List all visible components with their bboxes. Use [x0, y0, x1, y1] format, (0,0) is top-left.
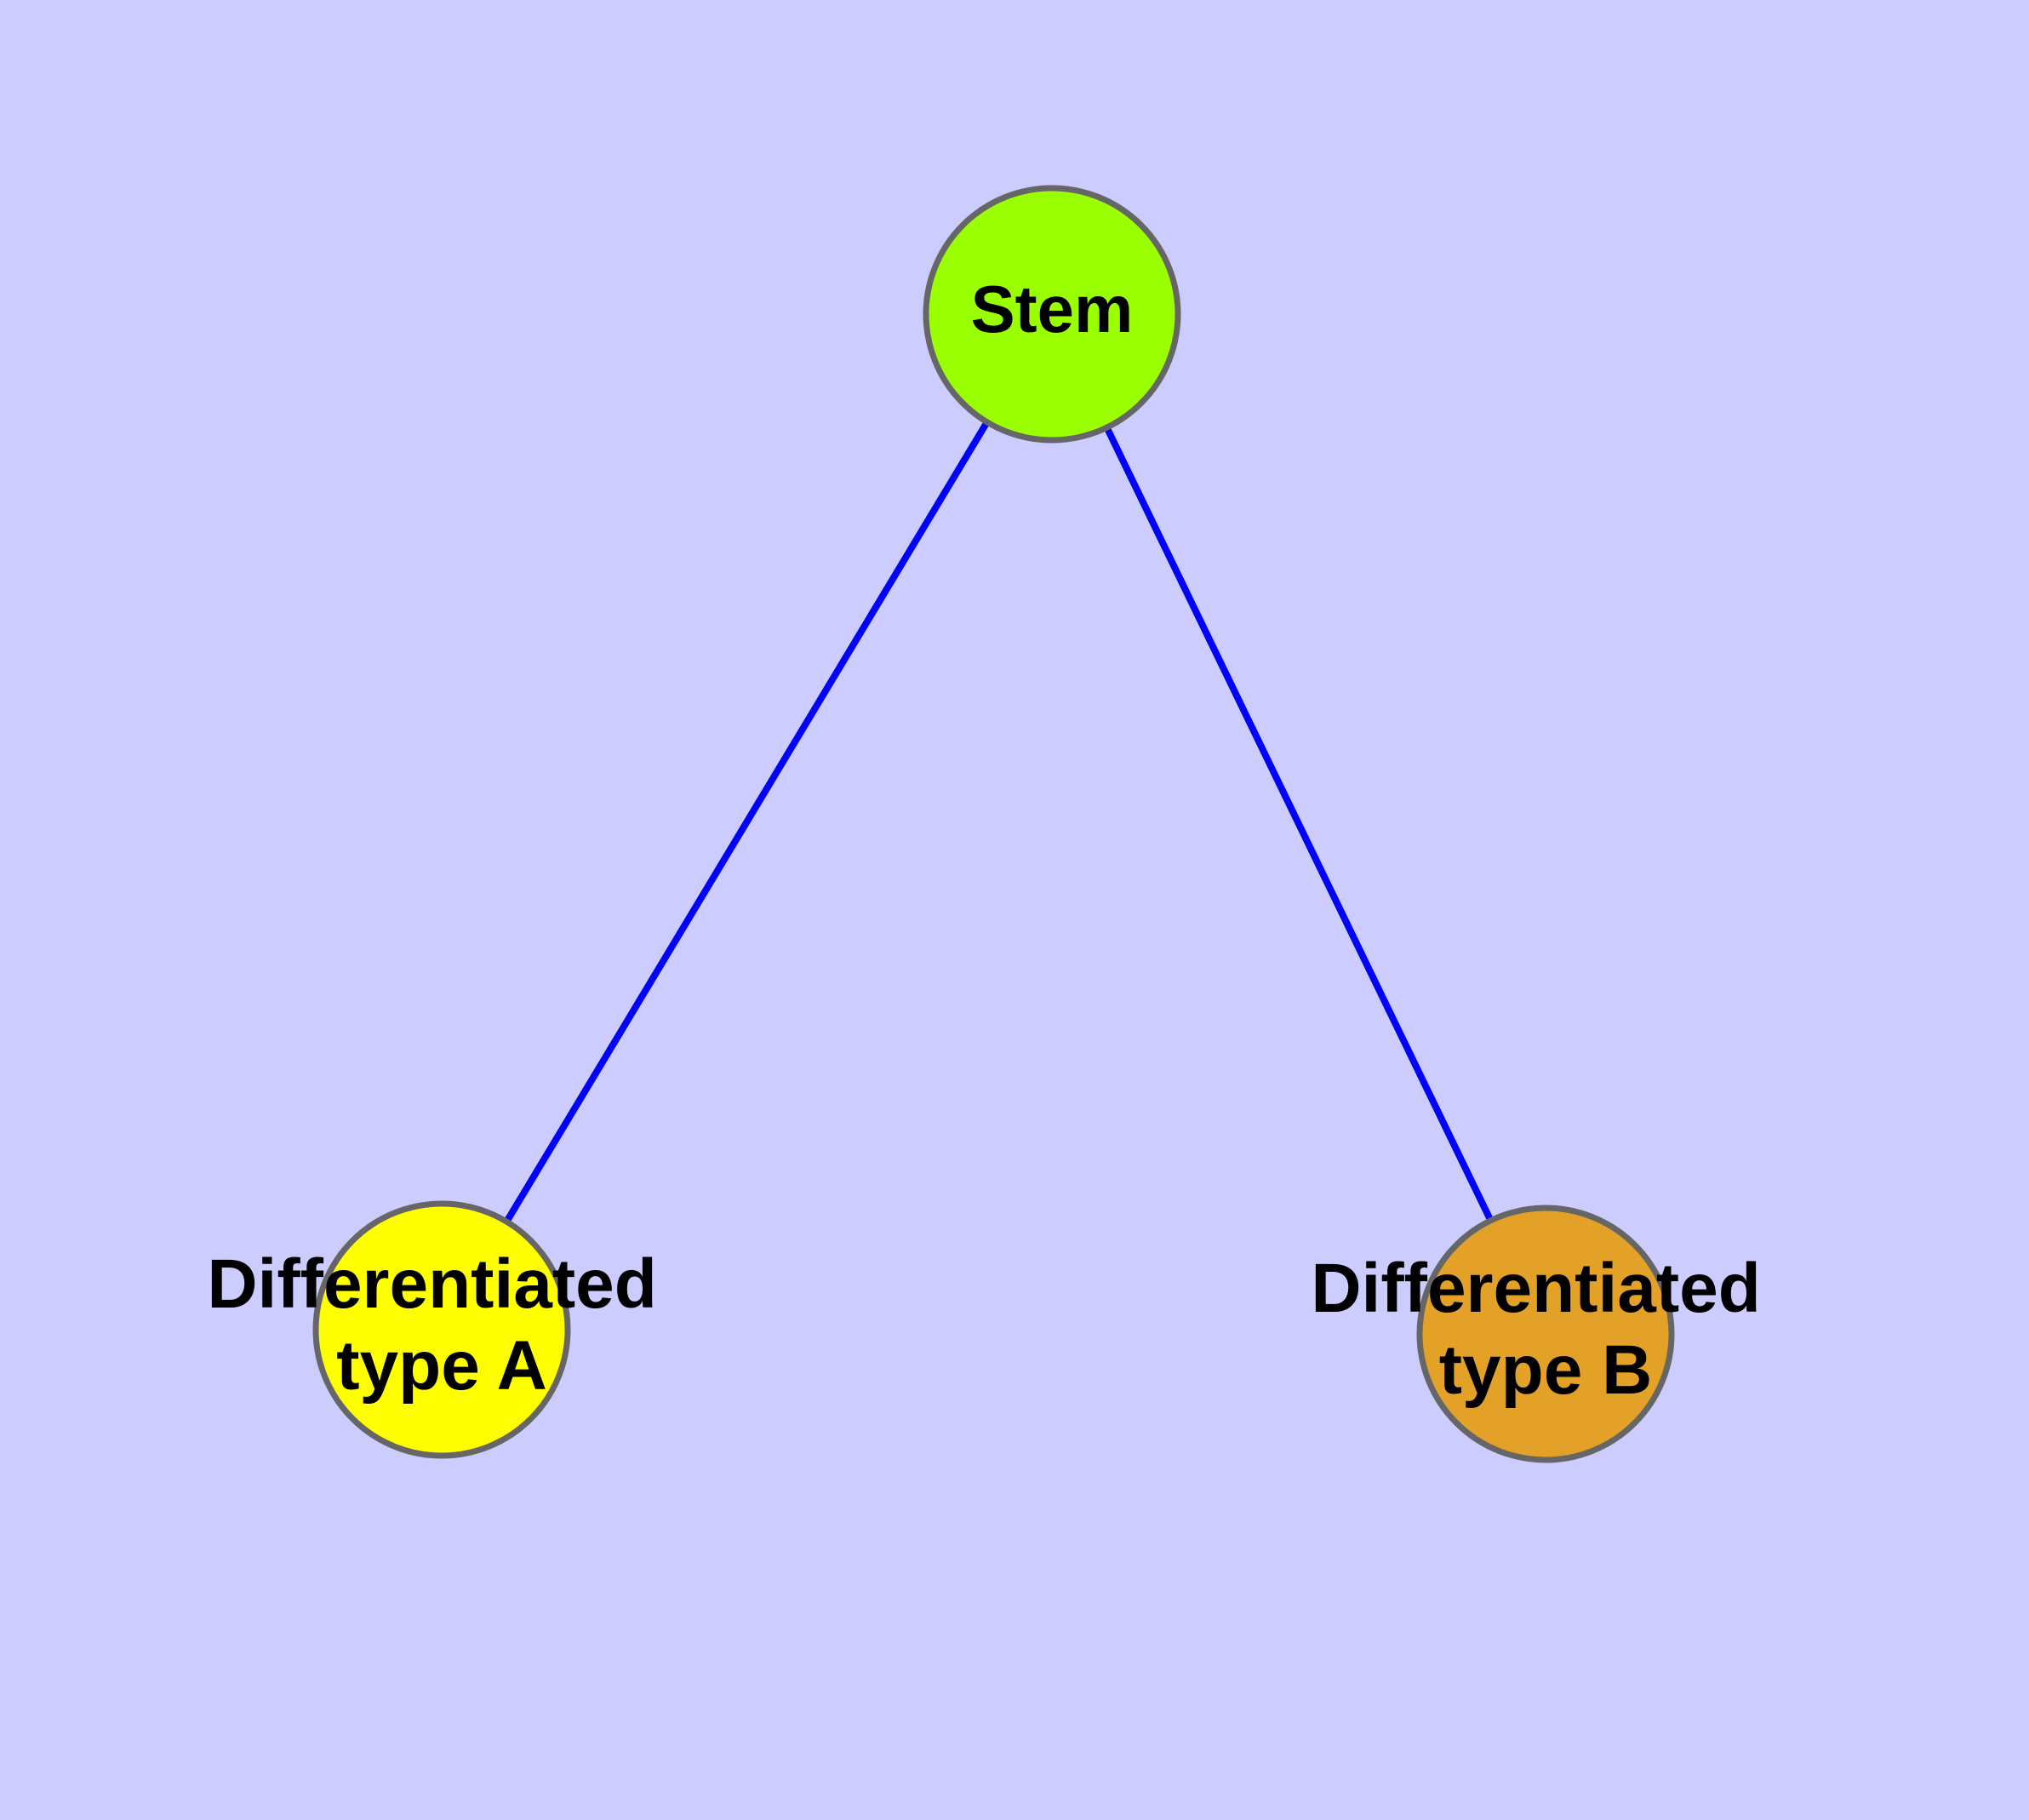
node-group	[312, 185, 1675, 1463]
node-label-differentiated-type-a: Differentiated type A	[207, 1245, 676, 1405]
node-differentiated-type-b[interactable]	[1416, 1205, 1675, 1463]
label-group: Stem Differentiated type A Differentiate…	[207, 272, 1780, 1409]
edge-stem-to-differentiated-type-b[interactable]	[1103, 424, 1495, 1224]
node-label-differentiated-type-a-line-2: type A	[336, 1327, 547, 1405]
edge-stem-to-differentiated-type-a[interactable]	[502, 419, 992, 1225]
node-label-differentiated-type-a-line-1: Differentiated	[207, 1245, 657, 1323]
node-stem[interactable]	[923, 185, 1181, 444]
node-differentiated-type-a[interactable]	[312, 1200, 571, 1459]
node-label-differentiated-type-b-line-2: type B	[1439, 1331, 1653, 1409]
node-label-stem-line-1: Stem	[971, 272, 1134, 346]
node-label-differentiated-type-b-line-1: Differentiated	[1311, 1250, 1761, 1327]
node-label-differentiated-type-b: Differentiated type B	[1311, 1250, 1780, 1409]
edge-group	[502, 419, 1495, 1225]
node-label-stem: Stem	[971, 272, 1134, 346]
